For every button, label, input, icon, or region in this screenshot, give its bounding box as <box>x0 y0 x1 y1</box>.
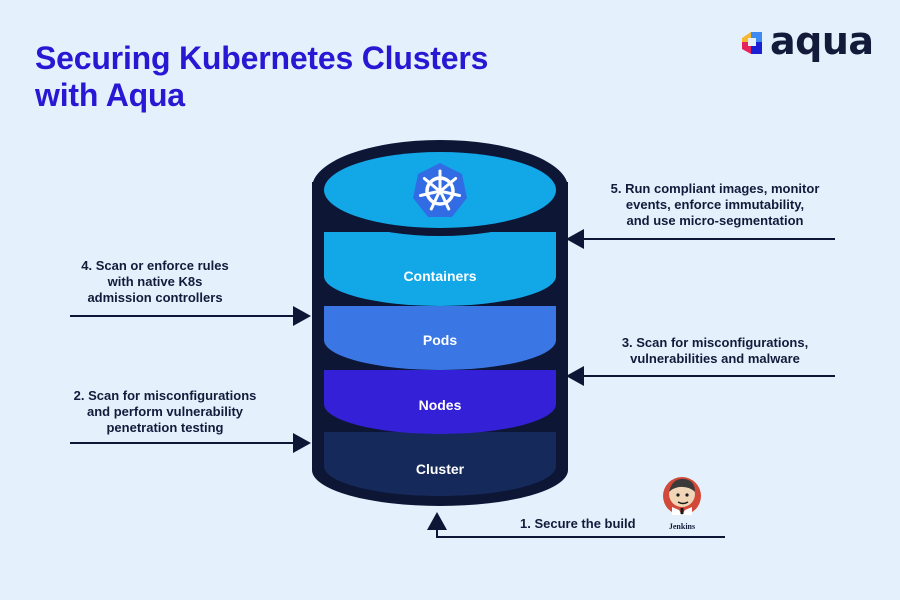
arrow-step1 <box>427 512 725 538</box>
note-step1-line1: 1. Secure the build <box>520 516 636 531</box>
note-step2-line2: and perform vulnerability <box>86 404 244 419</box>
jenkins-logo-icon <box>663 477 701 515</box>
note-step4-line2: with native K8s <box>107 274 203 289</box>
note-step3: 3. Scan for misconfigurations, vulnerabi… <box>600 335 830 367</box>
note-step2: 2. Scan for misconfigurations and perfor… <box>55 388 275 436</box>
title-line-2: with Aqua <box>35 77 185 113</box>
layer-label-pods: Pods <box>423 332 457 348</box>
layer-cluster <box>324 432 556 496</box>
note-step5-line1: 5. Run compliant images, monitor <box>610 181 820 196</box>
layer-containers <box>324 232 556 306</box>
note-step4-line3: admission controllers <box>87 290 223 305</box>
title-line-1: Securing Kubernetes Clusters <box>35 40 489 76</box>
kubernetes-wheel-icon <box>413 163 467 217</box>
note-step3-line2: vulnerabilities and malware <box>630 351 800 366</box>
aqua-logo-text: aqua <box>770 19 874 63</box>
note-step5: 5. Run compliant images, monitor events,… <box>590 181 840 229</box>
note-step2-line1: 2. Scan for misconfigurations <box>73 388 257 403</box>
jenkins-label: Jenkins <box>669 522 695 531</box>
aqua-logo: aqua <box>740 19 875 63</box>
layer-nodes <box>324 370 556 434</box>
note-step2-line3: penetration testing <box>106 420 224 435</box>
aqua-logo-icon <box>742 32 762 54</box>
note-step3-line1: 3. Scan for misconfigurations, <box>621 335 809 350</box>
note-step1: 1. Secure the build <box>520 516 660 532</box>
page-title: Securing Kubernetes Clusters with Aqua <box>35 40 488 114</box>
note-step5-line3: and use micro-segmentation <box>626 213 804 228</box>
layer-label-cluster: Cluster <box>416 461 465 477</box>
layer-pods <box>324 306 556 370</box>
note-step4: 4. Scan or enforce rules with native K8s… <box>55 258 255 306</box>
layer-label-containers: Containers <box>403 268 476 284</box>
note-step4-line1: 4. Scan or enforce rules <box>81 258 229 273</box>
cylinder <box>312 140 568 506</box>
note-step5-line2: events, enforce immutability, <box>625 197 805 212</box>
layer-label-nodes: Nodes <box>419 397 462 413</box>
